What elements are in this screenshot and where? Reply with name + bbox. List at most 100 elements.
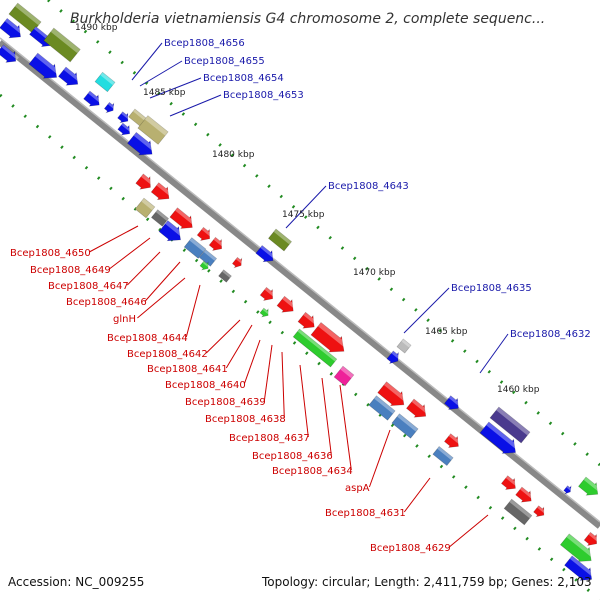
gene-shape[interactable]: [268, 228, 292, 252]
gene-feature[interactable]: [57, 65, 83, 90]
gene-shape[interactable]: [577, 475, 600, 500]
gene-feature[interactable]: [255, 244, 278, 266]
gene-feature[interactable]: [432, 446, 454, 466]
gene-shape[interactable]: [391, 413, 419, 439]
gene-shape[interactable]: [231, 256, 245, 270]
gene-label[interactable]: Bcep1808_4654: [203, 73, 284, 84]
gene-feature[interactable]: [259, 307, 272, 320]
gene-label[interactable]: Bcep1808_4653: [223, 90, 304, 101]
gene-feature[interactable]: [169, 206, 198, 234]
gene-shape[interactable]: [126, 131, 158, 161]
gene-label[interactable]: Bcep1808_4640: [165, 380, 246, 391]
gene-shape[interactable]: [150, 209, 170, 227]
gene-label[interactable]: Bcep1808_4639: [185, 397, 266, 408]
gene-shape[interactable]: [563, 554, 596, 585]
gene-feature[interactable]: [208, 236, 226, 254]
gene-shape[interactable]: [137, 115, 169, 145]
gene-shape[interactable]: [443, 394, 463, 414]
gene-feature[interactable]: [199, 260, 212, 273]
gene-shape[interactable]: [405, 397, 431, 422]
gene-feature[interactable]: [386, 349, 403, 366]
gene-feature[interactable]: [563, 484, 574, 496]
gene-shape[interactable]: [443, 432, 463, 452]
gene-shape[interactable]: [150, 181, 174, 205]
gene-feature[interactable]: [489, 406, 531, 444]
gene-label[interactable]: Bcep1808_4646: [66, 297, 147, 308]
gene-feature[interactable]: [126, 131, 158, 161]
gene-shape[interactable]: [43, 27, 81, 63]
gene-label[interactable]: Bcep1808_4631: [325, 508, 406, 519]
gene-shape[interactable]: [310, 321, 351, 359]
gene-shape[interactable]: [532, 504, 547, 520]
gene-shape[interactable]: [169, 206, 198, 234]
gene-shape[interactable]: [198, 249, 218, 267]
gene-feature[interactable]: [183, 237, 207, 259]
gene-feature[interactable]: [135, 172, 156, 193]
gene-label[interactable]: Bcep1808_4647: [48, 281, 129, 292]
gene-feature[interactable]: [396, 338, 412, 354]
gene-shape[interactable]: [94, 71, 116, 93]
gene-label[interactable]: Bcep1808_4634: [272, 466, 353, 477]
gene-shape[interactable]: [259, 307, 272, 320]
gene-feature[interactable]: [196, 226, 214, 244]
gene-shape[interactable]: [208, 236, 226, 254]
gene-feature[interactable]: [0, 43, 20, 66]
gene-shape[interactable]: [82, 90, 103, 111]
gene-shape[interactable]: [479, 420, 521, 459]
gene-shape[interactable]: [57, 65, 83, 90]
gene-shape[interactable]: [0, 43, 20, 66]
gene-feature[interactable]: [137, 115, 169, 145]
gene-feature[interactable]: [0, 17, 26, 43]
gene-feature[interactable]: [514, 486, 535, 507]
gene-feature[interactable]: [503, 498, 533, 526]
gene-shape[interactable]: [183, 237, 207, 259]
gene-label[interactable]: Bcep1808_4632: [510, 329, 591, 340]
gene-feature[interactable]: [405, 397, 431, 422]
gene-shape[interactable]: [158, 219, 186, 247]
gene-feature[interactable]: [150, 209, 170, 227]
gene-label[interactable]: Bcep1808_4642: [127, 349, 208, 360]
gene-label[interactable]: Bcep1808_4650: [10, 248, 91, 259]
gene-label[interactable]: aspA: [345, 483, 370, 494]
gene-shape[interactable]: [218, 269, 232, 283]
gene-feature[interactable]: [116, 110, 131, 126]
gene-shape[interactable]: [333, 365, 355, 387]
gene-shape[interactable]: [489, 406, 531, 444]
gene-shape[interactable]: [117, 122, 134, 139]
gene-shape[interactable]: [199, 260, 212, 273]
gene-shape[interactable]: [28, 52, 63, 85]
gene-feature[interactable]: [103, 101, 117, 115]
gene-label[interactable]: Bcep1808_4636: [252, 451, 333, 462]
gene-shape[interactable]: [583, 531, 600, 549]
gene-label[interactable]: Bcep1808_4637: [229, 433, 310, 444]
gene-label[interactable]: Bcep1808_4644: [107, 333, 188, 344]
gene-feature[interactable]: [276, 295, 298, 317]
gene-shape[interactable]: [135, 172, 156, 193]
gene-feature[interactable]: [500, 474, 520, 494]
gene-feature[interactable]: [134, 197, 156, 219]
gene-feature[interactable]: [443, 432, 463, 452]
gene-shape[interactable]: [255, 244, 278, 266]
gene-feature[interactable]: [559, 532, 597, 567]
gene-shape[interactable]: [297, 311, 319, 333]
gene-shape[interactable]: [559, 532, 597, 567]
gene-feature[interactable]: [43, 27, 81, 63]
gene-feature[interactable]: [368, 395, 396, 421]
gene-shape[interactable]: [396, 338, 412, 354]
gene-feature[interactable]: [577, 475, 600, 500]
gene-feature[interactable]: [376, 380, 409, 412]
gene-feature[interactable]: [391, 413, 419, 439]
gene-feature[interactable]: [583, 531, 600, 549]
gene-shape[interactable]: [0, 17, 26, 43]
gene-shape[interactable]: [514, 486, 535, 507]
gene-label[interactable]: Bcep1808_4649: [30, 265, 111, 276]
gene-shape[interactable]: [292, 328, 338, 368]
gene-feature[interactable]: [158, 219, 186, 247]
gene-feature[interactable]: [310, 321, 351, 359]
gene-feature[interactable]: [94, 71, 116, 93]
gene-shape[interactable]: [432, 446, 454, 466]
gene-feature[interactable]: [333, 365, 355, 387]
gene-shape[interactable]: [259, 286, 277, 304]
gene-shape[interactable]: [368, 395, 396, 421]
gene-label[interactable]: Bcep1808_4655: [184, 56, 265, 67]
